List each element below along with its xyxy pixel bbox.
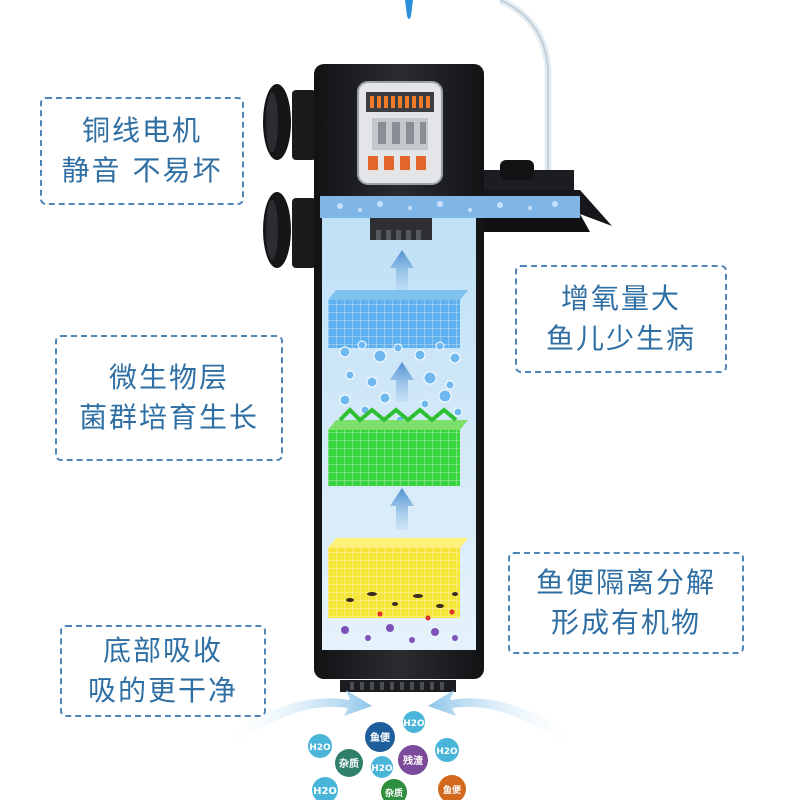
particle: 杂质 xyxy=(335,749,363,777)
particle: H2O xyxy=(403,711,425,733)
motor-callout-line2: 静音 不易坏 xyxy=(61,154,223,187)
oxygen-callout-line1: 增氧量大 xyxy=(560,282,681,315)
particle: H2O xyxy=(371,756,393,778)
water-drop-icon xyxy=(405,0,413,19)
motor-icon xyxy=(357,81,443,185)
bottom-intake xyxy=(340,680,456,692)
particle-group: H2O 鱼便 H2O 杂质 H2O 残渣 H2O H2O xyxy=(308,711,466,800)
particle-label: H2O xyxy=(309,743,331,753)
blue-filter-sponge xyxy=(328,290,468,348)
bottom-callout-line1: 底部吸收 xyxy=(102,634,223,667)
inflow-arrows xyxy=(220,690,580,748)
particle: 残渣 xyxy=(398,745,428,775)
debris xyxy=(341,592,458,643)
particle: 杂质 xyxy=(381,779,407,800)
particle: 鱼便 xyxy=(438,775,466,800)
top-water-layer xyxy=(320,196,580,218)
bottom-callout: 底部吸收 吸的更干净 xyxy=(60,625,266,717)
motor-callout: 铜线电机 静音 不易坏 xyxy=(40,97,244,205)
bio-callout: 微生物层 菌群培育生长 xyxy=(55,335,283,461)
particle-label: H2O xyxy=(313,786,337,797)
particle: H2O xyxy=(308,734,332,758)
green-bio-sponge xyxy=(328,407,468,486)
particle-label: 杂质 xyxy=(385,787,403,799)
waste-callout-line2: 形成有机物 xyxy=(550,606,701,639)
suction-cups xyxy=(263,84,316,268)
yellow-waste-sponge xyxy=(328,538,468,618)
oxygen-callout-line2: 鱼儿少生病 xyxy=(545,322,696,355)
particle-label: 鱼便 xyxy=(443,784,462,796)
particle-label: 杂质 xyxy=(339,757,359,770)
flow-arrow-icon xyxy=(390,250,414,530)
motor-callout-line1: 铜线电机 xyxy=(81,114,202,147)
particle: H2O xyxy=(312,777,338,800)
particle-label: 残渣 xyxy=(403,754,424,767)
bio-callout-line2: 菌群培育生长 xyxy=(78,401,259,434)
air-tube xyxy=(498,0,552,185)
particle-label: H2O xyxy=(436,747,458,757)
bottom-callout-line2: 吸的更干净 xyxy=(87,674,238,707)
particle-label: 鱼便 xyxy=(370,731,391,744)
bio-callout-line1: 微生物层 xyxy=(108,361,229,394)
particle: 鱼便 xyxy=(365,722,395,752)
particle-label: H2O xyxy=(403,719,425,729)
particle-label: H2O xyxy=(371,764,393,774)
waste-callout: 鱼便隔离分解 形成有机物 xyxy=(508,552,744,654)
oxygen-callout: 增氧量大 鱼儿少生病 xyxy=(515,265,727,373)
particle: H2O xyxy=(435,738,459,762)
waste-callout-line1: 鱼便隔离分解 xyxy=(535,566,716,599)
